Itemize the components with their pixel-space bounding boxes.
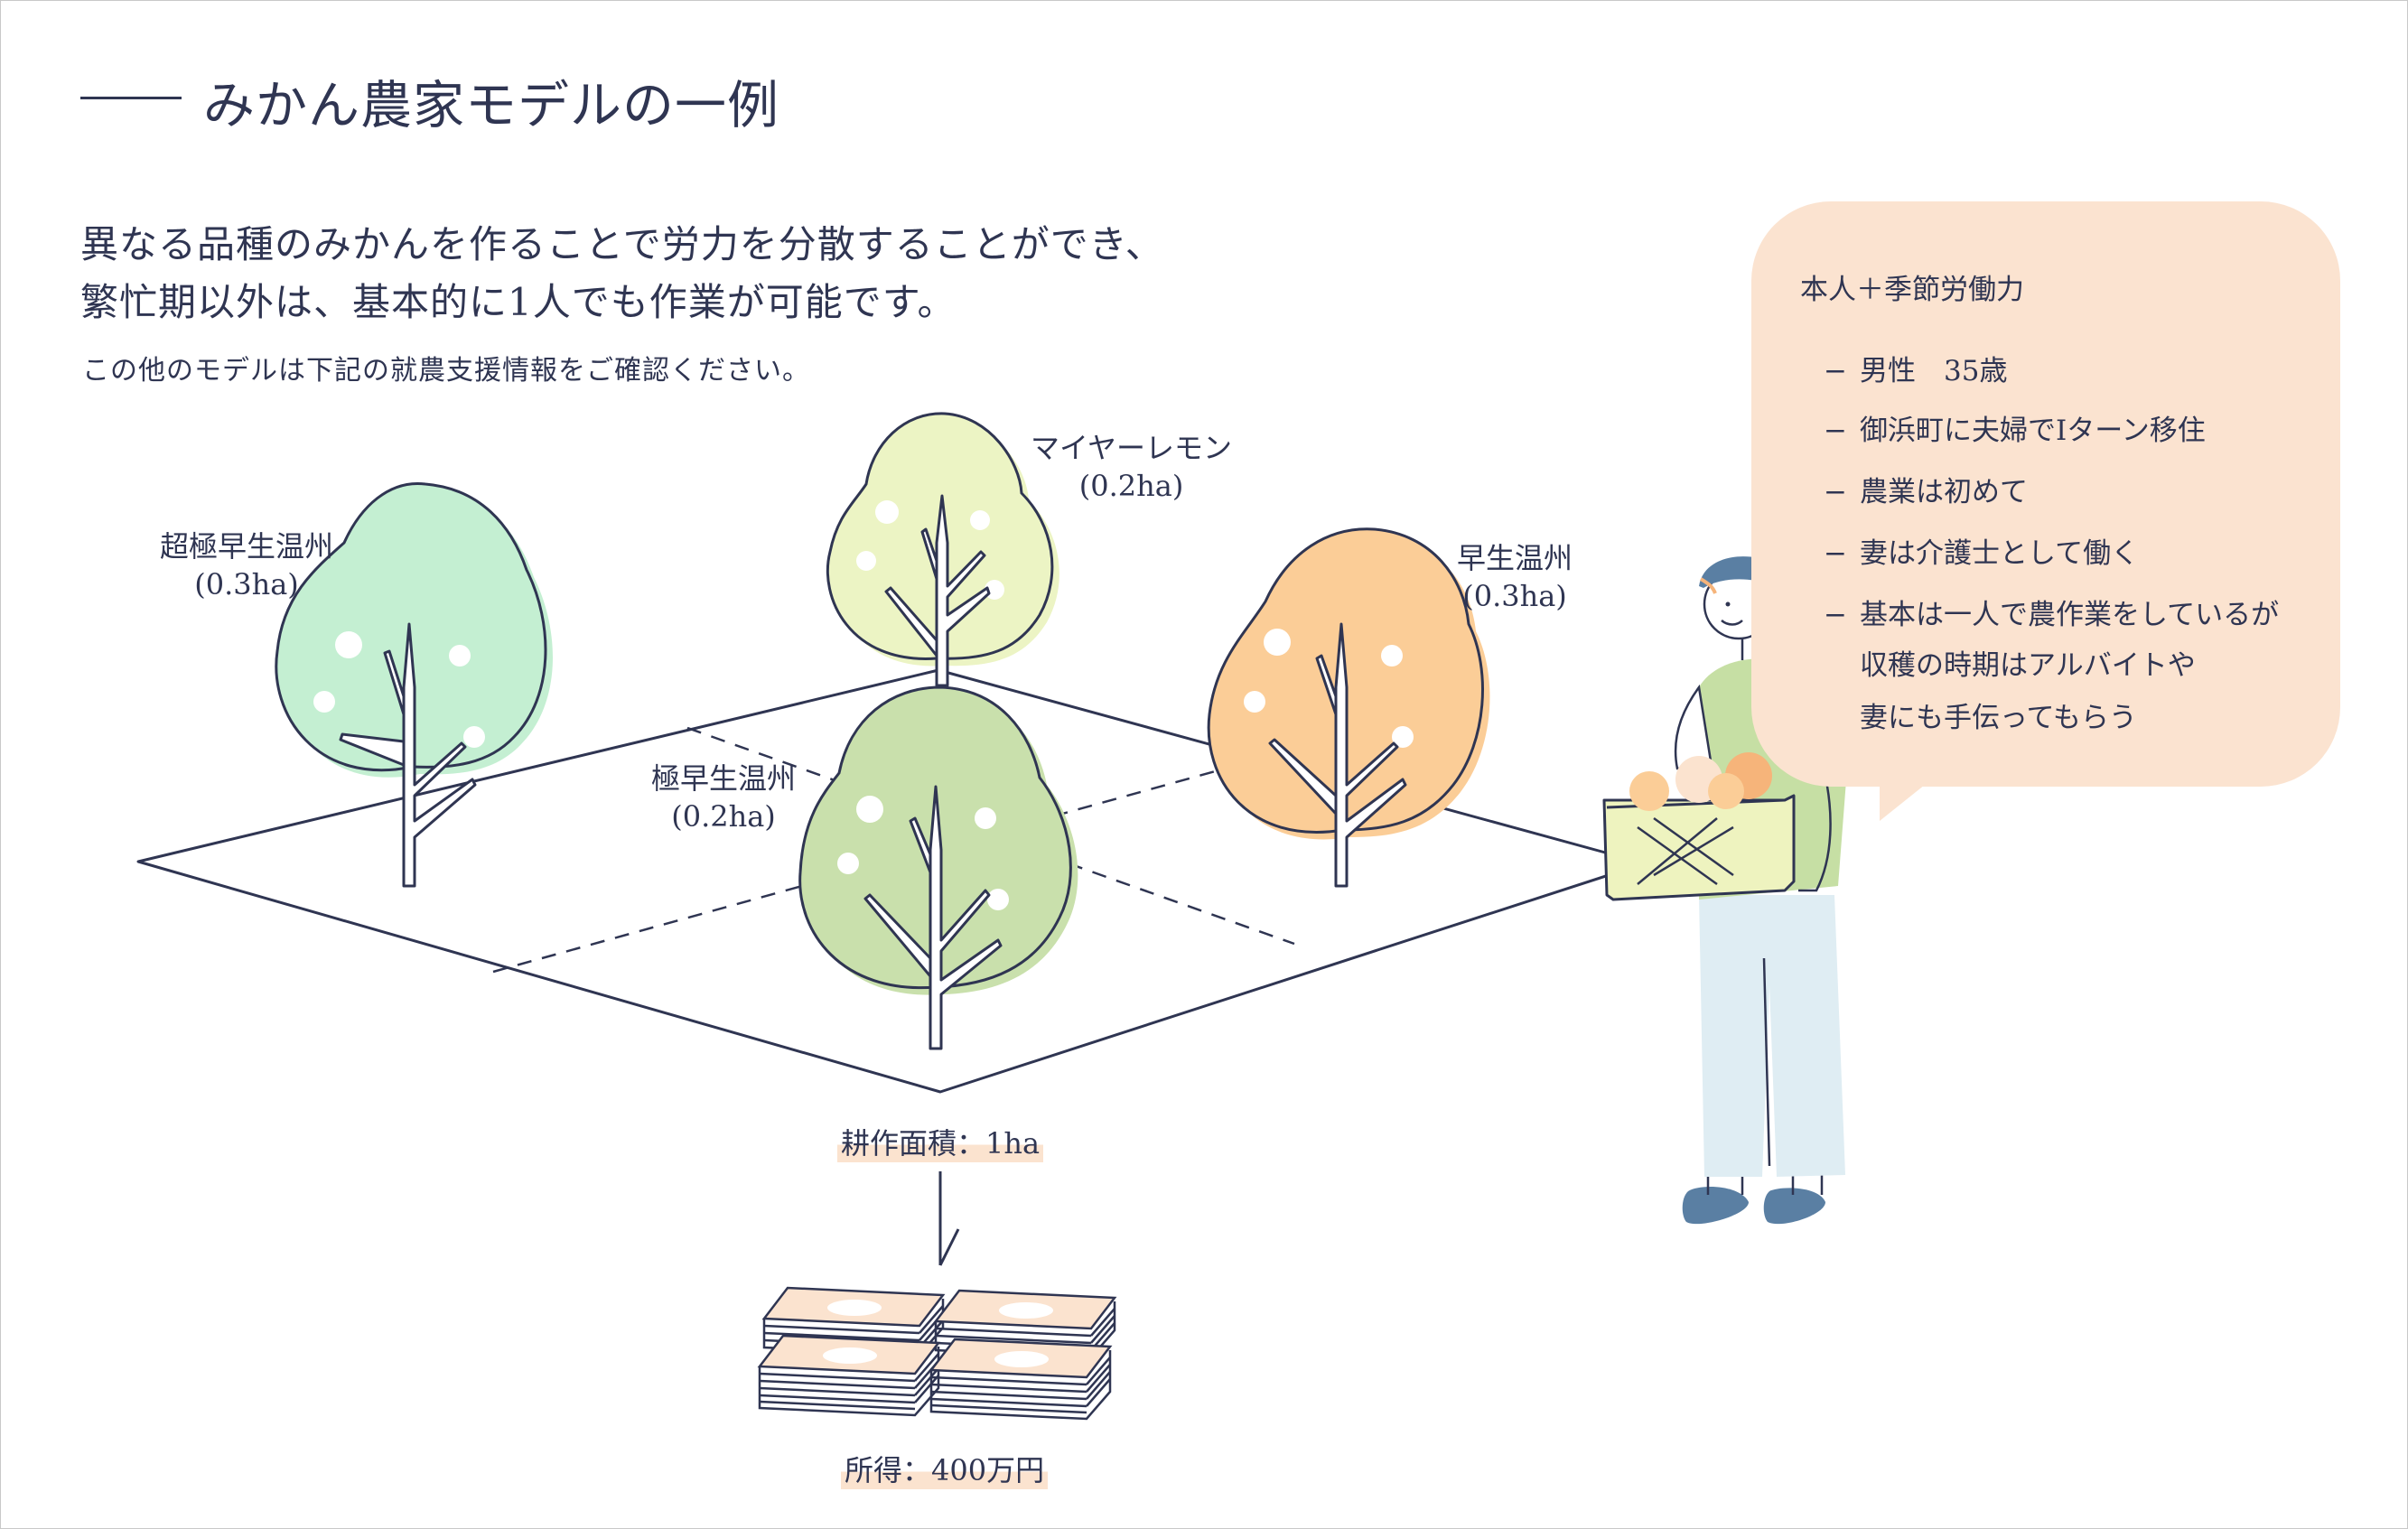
farmer-figure [1602,556,1847,1225]
profile-item: −男性 35歳 [1824,355,2008,387]
profile-item: −農業は初めて [1824,476,2028,508]
tree-early-unshu [1207,527,1490,888]
lead-line-1: 異なる品種のみかんを作ることで労力を分散することができ、 [80,222,1164,266]
tree-label-meyer-lemon: マイヤーレモン (0.2ha) [1031,429,1232,505]
income-label: 所得：400万円 [841,1448,1049,1489]
lead-line-2: 繁忙期以外は、基本的に1人でも作業が可能です。 [80,280,957,324]
area-label: 耕作面積：1ha [837,1121,1044,1162]
tree-label-name: 早生温州 [1457,541,1573,575]
tree-label-area: (0.3ha) [194,567,299,601]
tree-label-name: 極早生温州 [651,761,797,796]
profile-heading: 本人＋季節労働力 [1800,274,2024,306]
profile-bubble [1751,201,2340,787]
tree-label-name: 超極早生温州 [160,529,334,564]
profile-item: −基本は一人で農作業をしているが [1824,599,2280,631]
page-title: みかん農家モデルの一例 [203,76,779,135]
tree-label-very-early: 極早生温州 (0.2ha) [651,760,796,835]
profile-item: −御浜町に夫婦でIターン移住 [1824,415,2206,447]
profile-bubble-tail [1880,778,1934,821]
title-rule [80,97,182,99]
profile-item: −妻は介護士として働く [1824,537,2140,570]
tree-ultra-early-unshu [275,481,553,888]
profile-item-continuation: 妻にも手伝ってもらう [1860,702,2137,734]
tree-label-name: マイヤーレモン [1031,431,1233,465]
profile-item-continuation: 収穫の時期はアルバイトや [1860,649,2196,682]
tree-label-early: 早生温州 (0.3ha) [1457,539,1573,615]
tree-label-area: (0.3ha) [1462,579,1567,613]
tree-meyer-lemon [826,412,1059,687]
money-stacks-icon [757,1286,1117,1421]
tree-label-area: (0.2ha) [1078,469,1184,503]
down-arrow-icon [938,1171,960,1266]
tree-label-area: (0.2ha) [671,799,776,834]
tree-label-ultra-early: 超極早生温州 (0.3ha) [160,527,333,603]
note-text: この他のモデルは下記の就農支援情報をご確認ください。 [82,355,810,387]
crate-icon [1602,752,1796,901]
tree-very-early-unshu [798,685,1078,1050]
